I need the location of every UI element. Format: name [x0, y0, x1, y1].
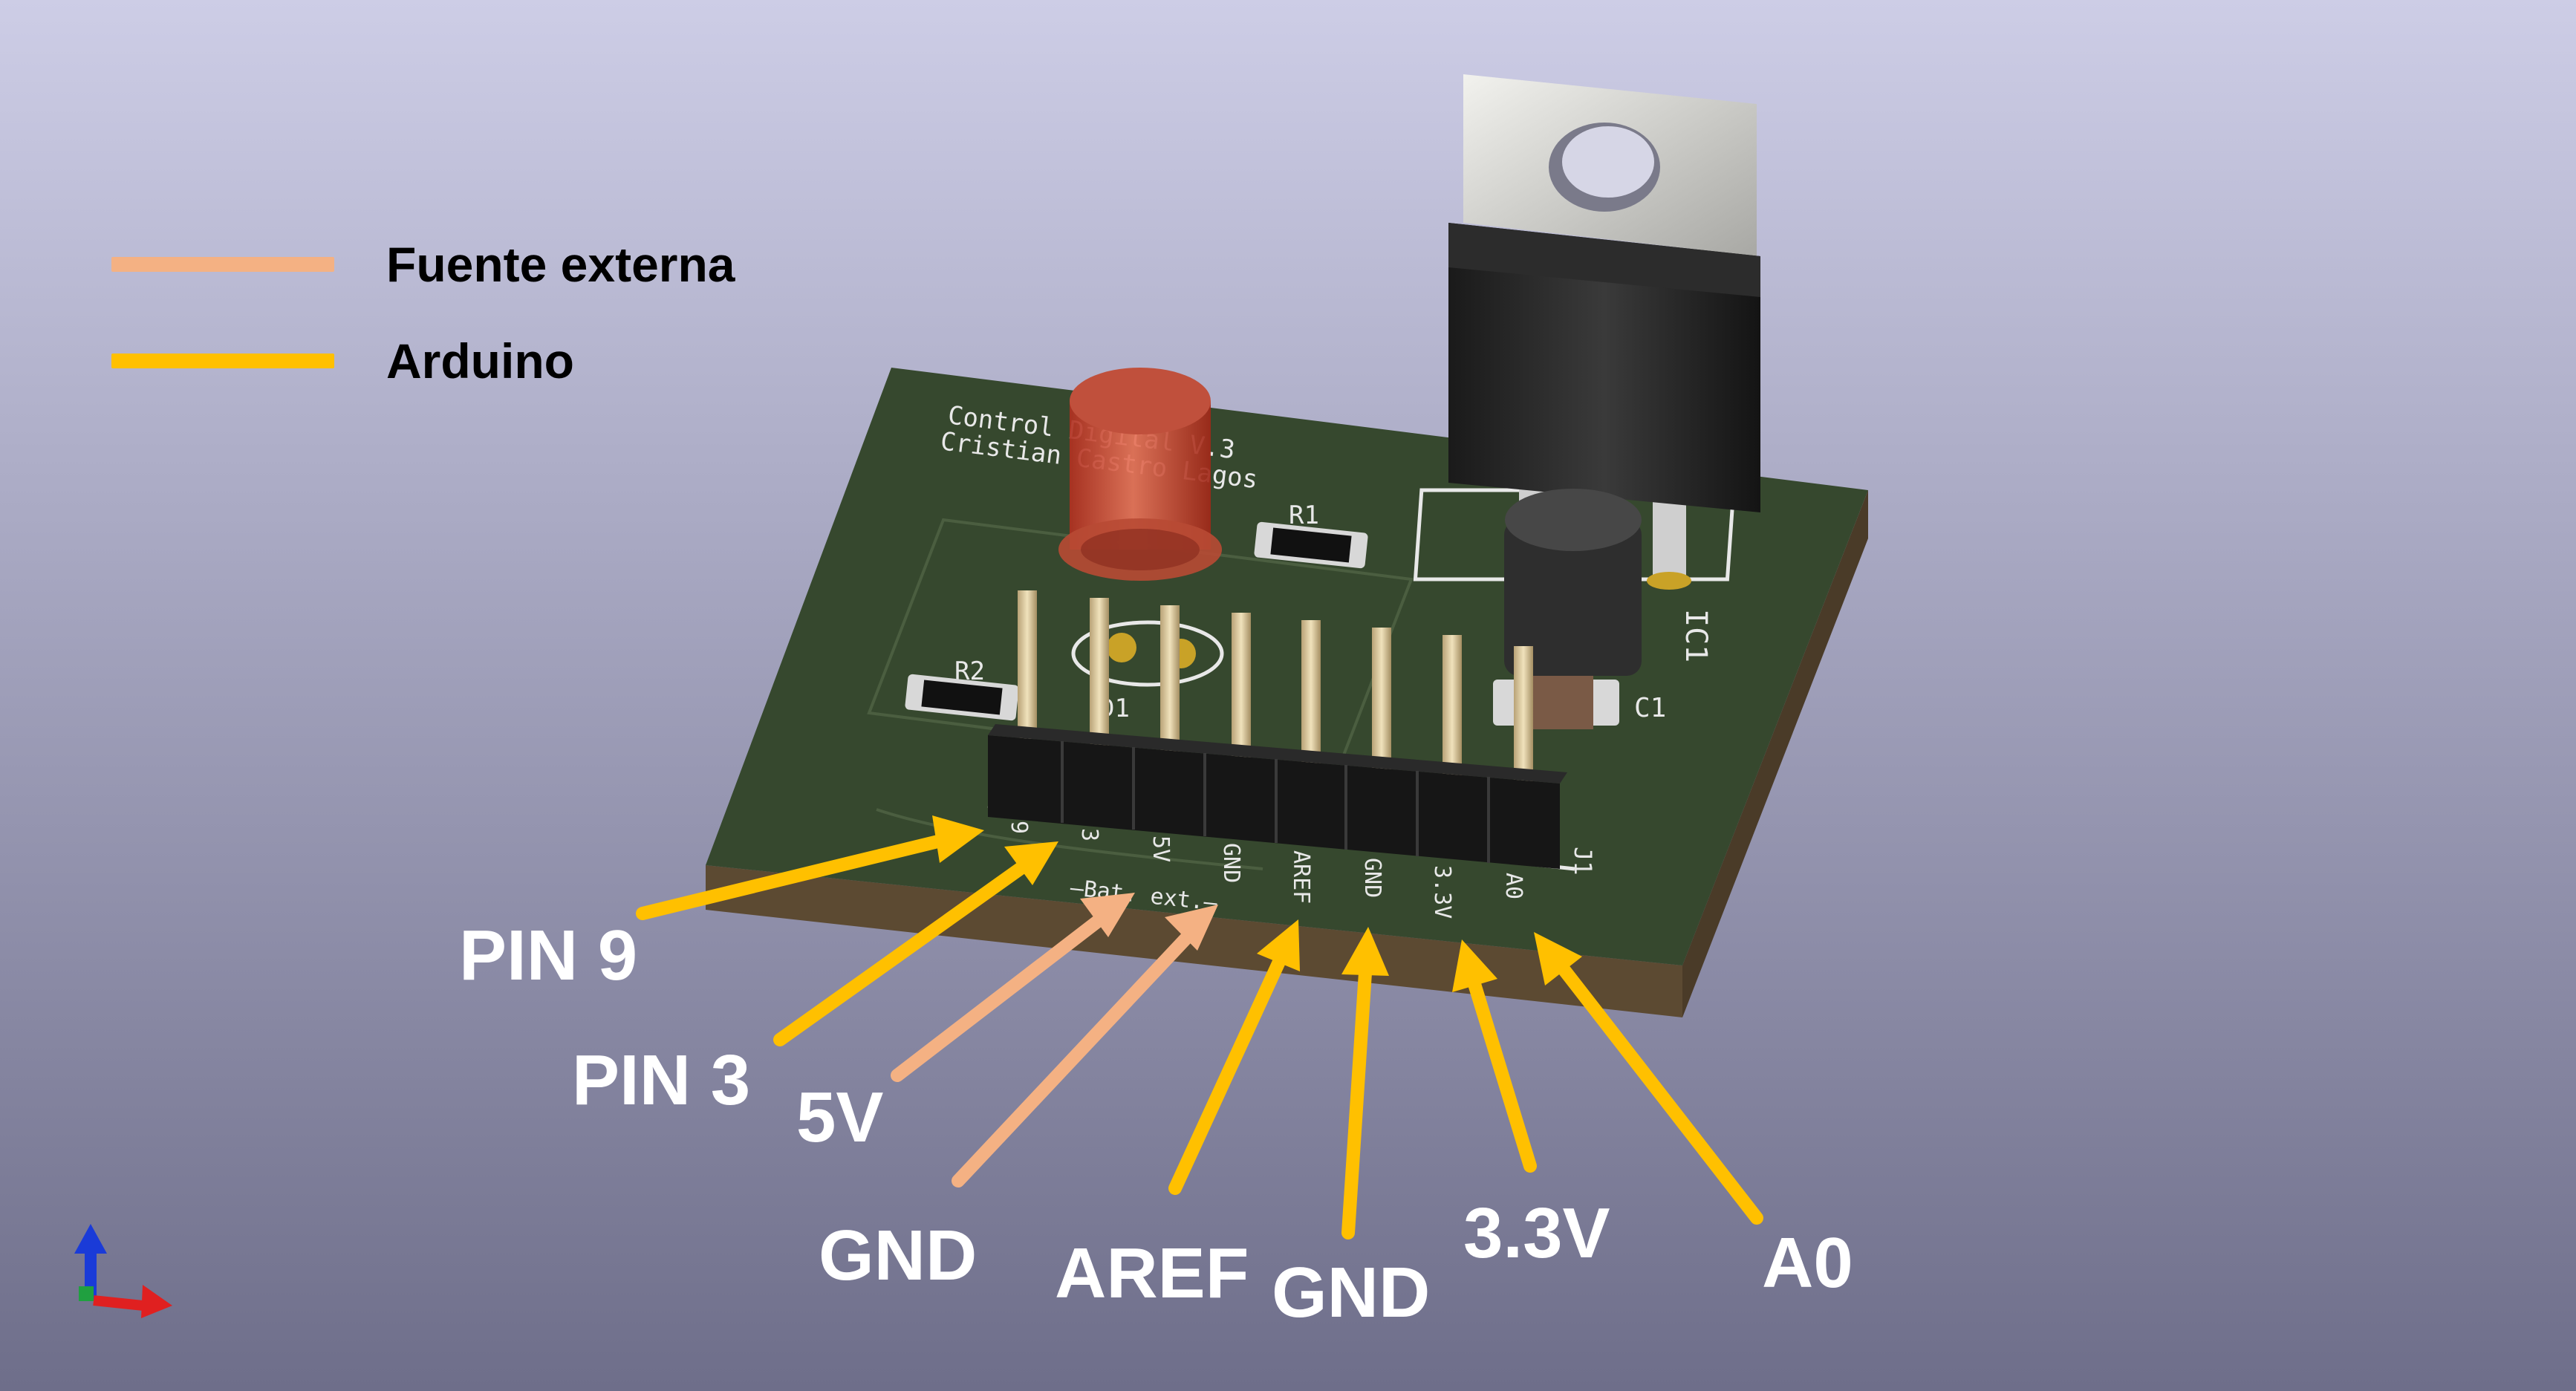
callout-label-3v3: 3.3V — [1463, 1193, 1610, 1273]
arrow-pin-3 — [773, 841, 1058, 1046]
capacitor-c1 — [1493, 676, 1619, 729]
arrow-3v3 — [1452, 939, 1537, 1173]
legend-swatch-arduino — [111, 354, 334, 368]
silk-pin-a0: A0 — [1500, 873, 1526, 899]
arrow-gnd-external — [952, 905, 1218, 1188]
callout-label-5v: 5V — [796, 1078, 884, 1157]
silk-pin-3: 3 — [1076, 828, 1102, 841]
silk-pin-3v3: 3.3V — [1429, 865, 1455, 919]
ref-ic1: IC1 — [1679, 609, 1713, 662]
legend-label-arduino: Arduino — [386, 333, 574, 388]
silk-pin-gnd-2: GND — [1359, 858, 1385, 898]
silk-pin-5v: 5V — [1148, 835, 1174, 862]
axis-gizmo-icon — [74, 1224, 172, 1318]
callout-label-gnd-external: GND — [819, 1216, 978, 1295]
pin-header-j1 — [988, 590, 1567, 869]
arrow-pin-9 — [636, 815, 984, 920]
silk-pin-gnd-1: GND — [1218, 843, 1244, 883]
ref-c1: C1 — [1634, 693, 1666, 723]
legend-item-external-source: Fuente externa — [111, 236, 735, 293]
callout-label-aref: AREF — [1055, 1234, 1249, 1313]
callout-label-pin-9: PIN 9 — [459, 916, 638, 995]
header-pins — [1018, 590, 1533, 795]
resistor-r1 — [1254, 521, 1368, 569]
silk-pin-9: 9 — [1006, 821, 1032, 834]
callout-label-pin-3: PIN 3 — [572, 1040, 751, 1120]
legend-item-arduino: Arduino — [111, 333, 574, 389]
led-d1 — [1058, 368, 1224, 687]
silk-pin-aref: AREF — [1288, 850, 1314, 904]
arrow-aref — [1168, 919, 1300, 1195]
arrow-gnd-arduino — [1341, 927, 1389, 1239]
ref-j1: J1 — [1569, 847, 1597, 876]
callout-arrows — [636, 815, 1763, 1239]
legend-swatch-external-source — [111, 257, 334, 272]
arrow-a0 — [1534, 932, 1763, 1225]
resistor-r2 — [905, 674, 1019, 721]
voltage-regulator-ic1 — [1448, 74, 1760, 590]
callout-label-a0: A0 — [1762, 1223, 1853, 1303]
legend-label-external-source: Fuente externa — [386, 237, 735, 292]
callout-label-gnd-arduino: GND — [1272, 1253, 1431, 1332]
arrow-5v — [891, 893, 1135, 1082]
transistor — [1504, 489, 1642, 676]
ref-r1: R1 — [1289, 501, 1319, 530]
